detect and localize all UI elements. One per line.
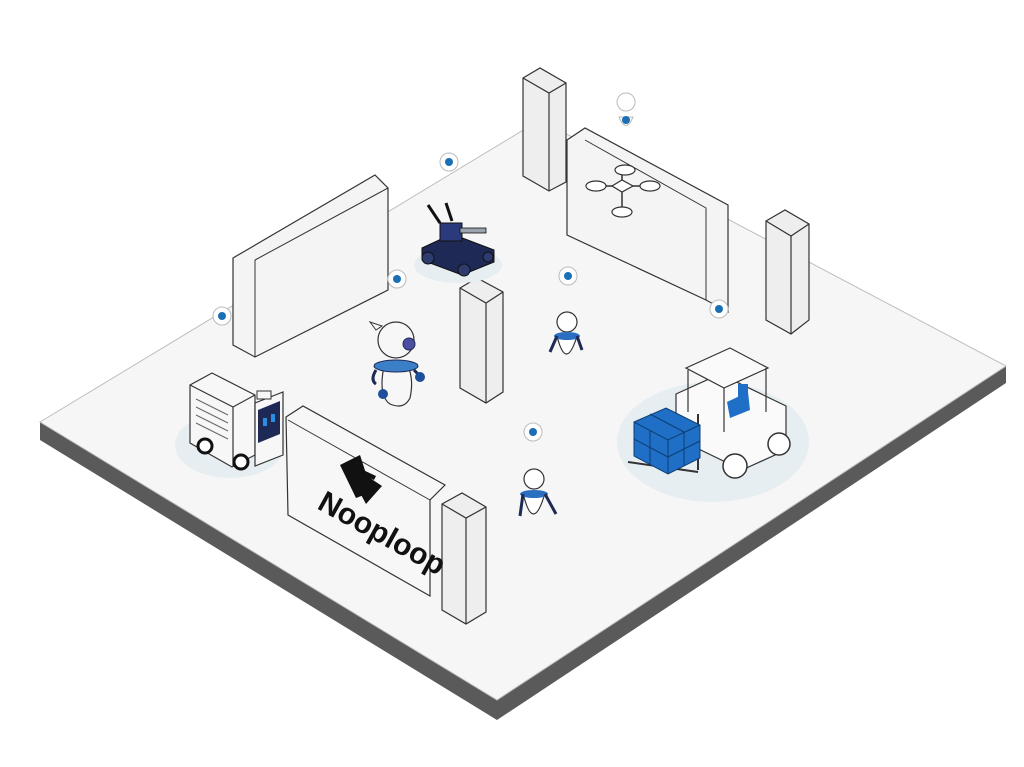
delivery-robot-icon [175,372,285,478]
person-icon-1 [548,311,584,355]
location-pins [212,92,729,442]
location-pin-icon [212,306,232,326]
pillar-right [765,209,810,335]
pillar-front [441,492,487,625]
pillar-back [522,67,567,192]
drone-icon [585,164,661,218]
pillar-center [459,277,504,404]
location-pin-icon [523,422,543,442]
nooploop-logo-icon [340,455,382,504]
person-icon-2 [518,468,558,517]
humanoid-robot-icon [368,321,425,407]
floor-platform [39,119,1007,720]
location-pin-icon [616,92,636,126]
location-pin-icon [709,299,729,319]
location-pin-icon [439,152,459,172]
location-pin-icon [387,269,407,289]
ground-robot-icon [414,202,502,283]
floor-edge [40,366,1006,720]
forklift-icon [617,347,809,502]
floor-top [39,119,1007,701]
location-pin-icon [558,266,578,286]
wall-panel-left [232,174,389,358]
